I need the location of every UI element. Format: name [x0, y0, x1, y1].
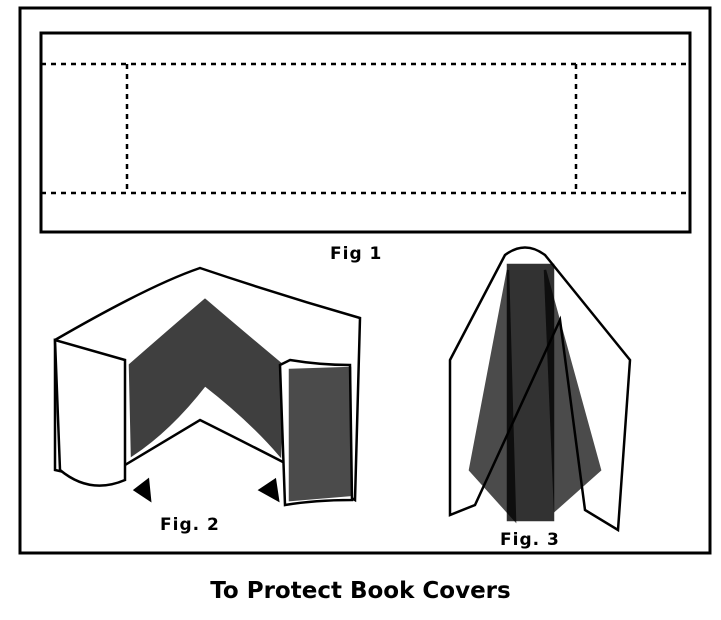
fig3-book-with-cover [448, 246, 632, 533]
caption: To Protect Book Covers [210, 578, 511, 604]
fig2-label: Fig. 2 [160, 515, 220, 535]
fig1-label: Fig 1 [330, 244, 383, 264]
fig2-folded-cover [53, 266, 362, 507]
fig1-flat-cover-pattern [39, 31, 692, 234]
outer-frame [18, 6, 712, 555]
fig3-label: Fig. 3 [500, 530, 560, 550]
